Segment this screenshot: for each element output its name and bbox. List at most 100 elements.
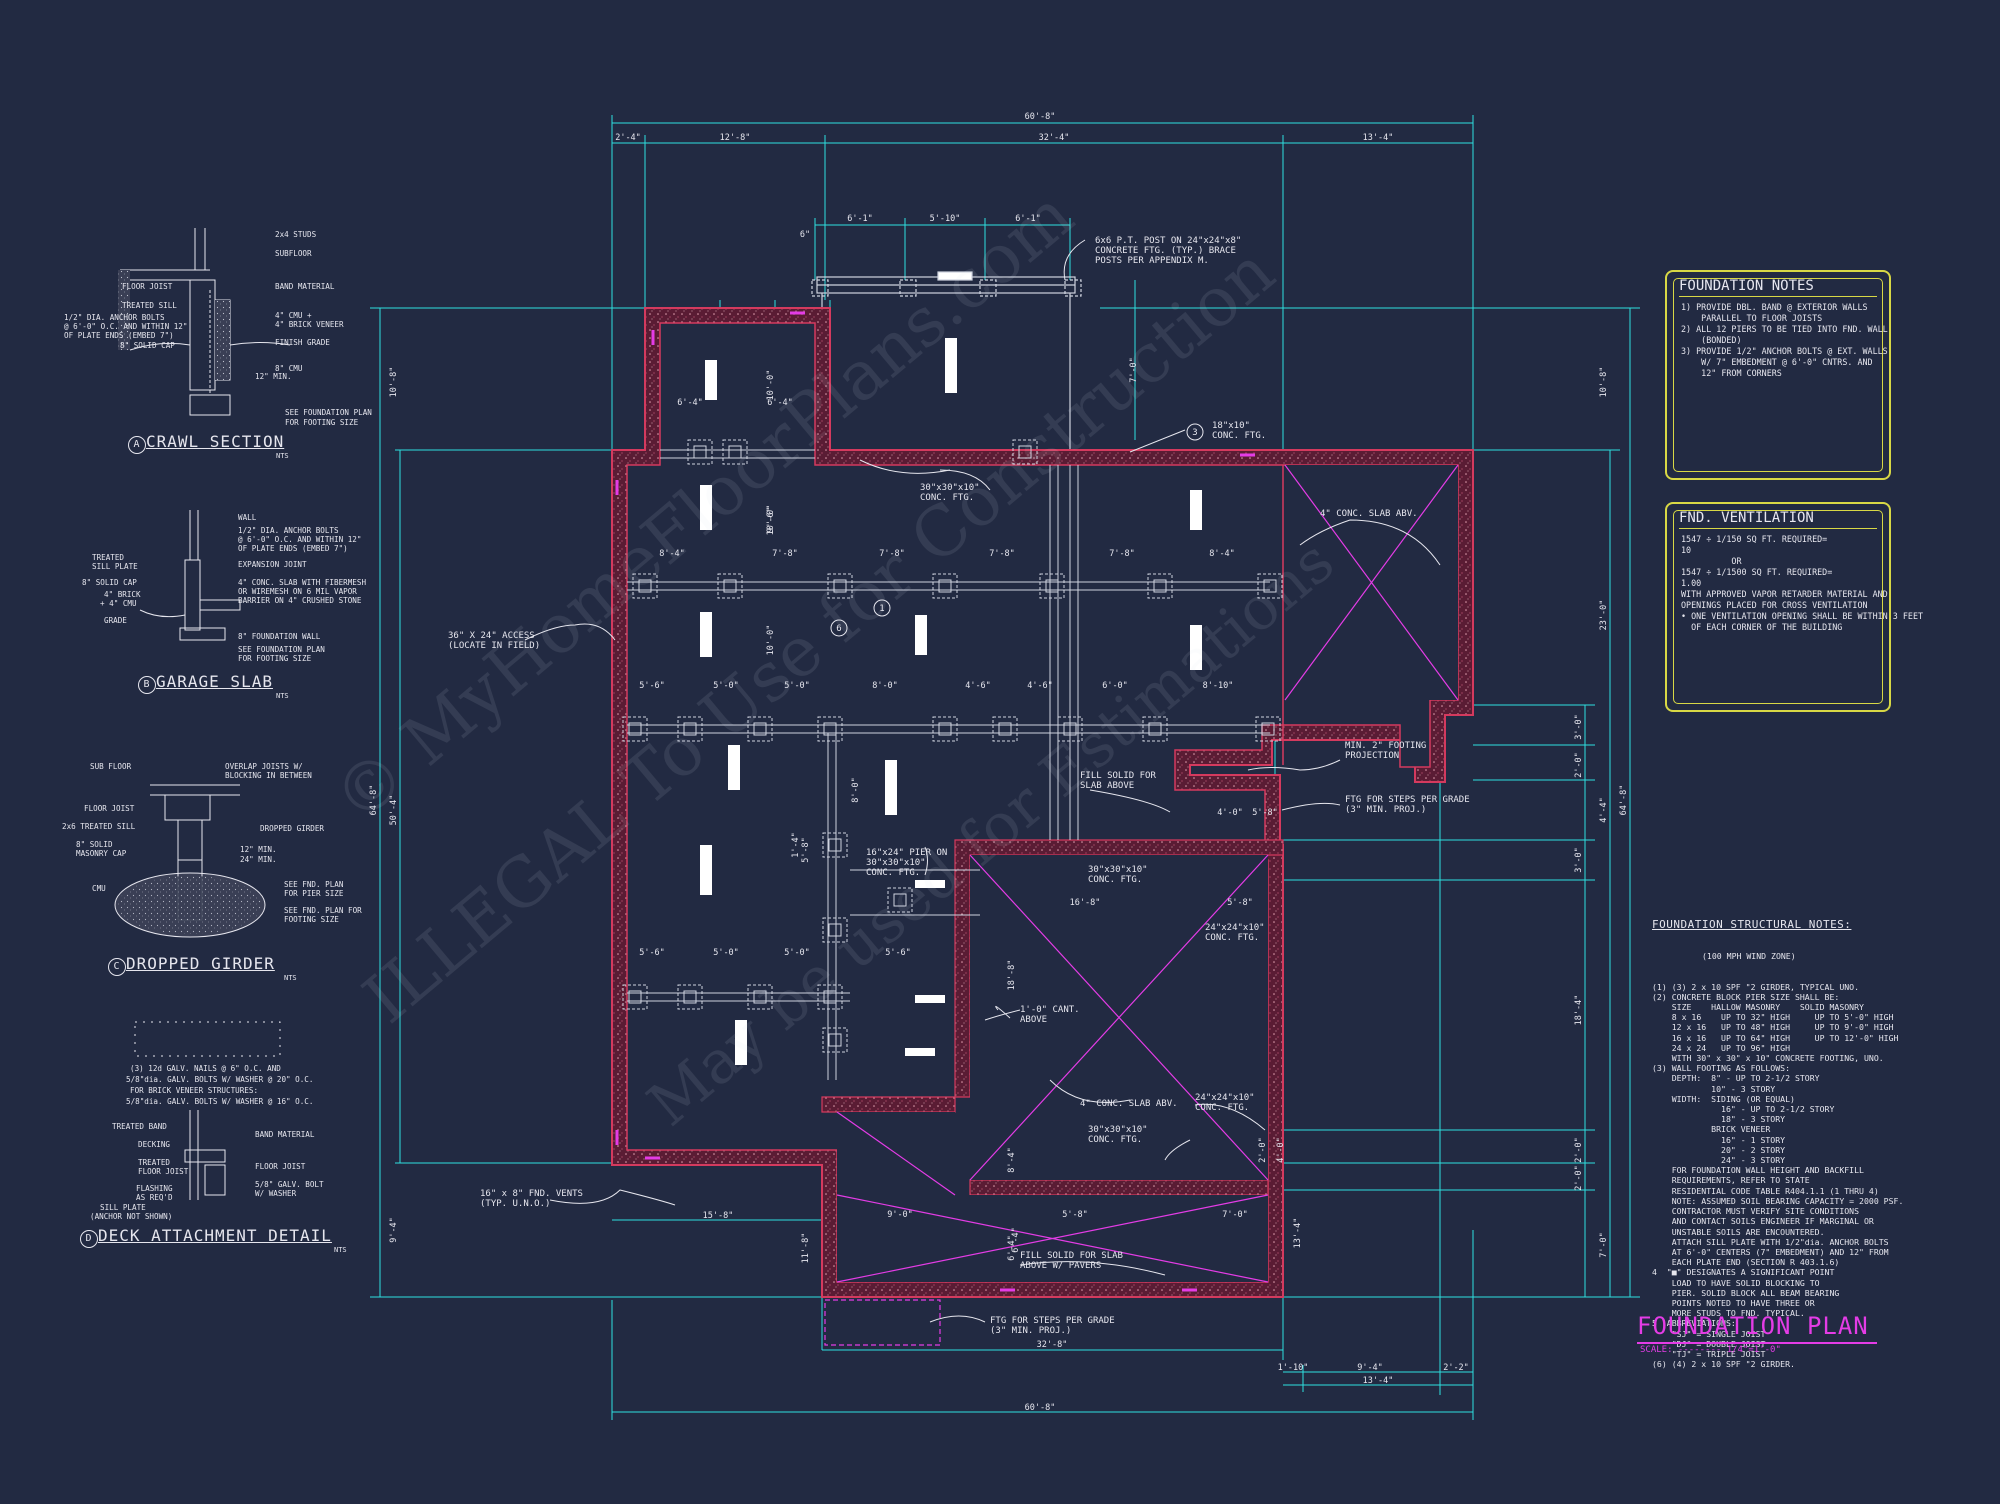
fill-solid-label: SLAB ABOVE [1080,781,1134,791]
pier-footing [932,573,958,599]
cantilever-label: 1'-0" CANT. [1020,1005,1080,1015]
dimension-label: 4'-4" [1599,797,1609,823]
dimension-label: 2'-4" [615,133,641,143]
joist-symbol [915,880,945,888]
structural-notes-title: FOUNDATION STRUCTURAL NOTES: [1652,918,1852,932]
note-line: REQUIREMENTS, REFER TO STATE [1652,1175,1810,1186]
detail-callout-text: (ANCHOR NOT SHOWN) [90,1212,173,1221]
dimension-label: 8'-0" [851,777,861,803]
detail-callout-text: + 4" CMU [100,599,137,608]
note-line: LOAD TO HAVE SOLID BLOCKING TO [1652,1277,1820,1288]
pier-footing [817,716,843,742]
dimension-label: 3'-0" [1574,714,1584,740]
dimension-label: 50'-4" [389,795,399,826]
dimension-label: 18'-4" [1574,995,1584,1026]
pier-block [823,722,837,736]
detail-callout-text: SEE FOUNDATION PLAN [285,408,372,417]
detail-callout-text: EXPANSION JOINT [238,560,307,569]
note-line: 12 x 16 UP TO 48" HIGH UP TO 9'-0" HIGH [1652,1022,1894,1033]
fill-solid-label: FILL SOLID FOR [1080,771,1156,781]
detail-callout-text: FOR FOOTING SIZE [238,654,312,663]
detail-callout-text: 4" CONC. SLAB WITH FIBERMESH [238,578,367,587]
detail-callout-text: GRADE [104,616,127,625]
joist-symbol [735,1020,747,1065]
dimension-label: 5'-8" [801,837,811,863]
callout-tag-circle [830,619,848,637]
note-line: 16" - UP TO 2-1/2 STORY [1652,1104,1835,1115]
plan-title: FOUNDATION PLAN [1637,1312,1869,1340]
note-line: NOTE: ASSUMED SOIL BEARING CAPACITY = 20… [1652,1195,1904,1206]
pier-block [998,722,1012,736]
pier-block [938,722,952,736]
note-line: WITH APPROVED VAPOR RETARDER MATERIAL AN… [1681,589,1888,599]
callout-tag-circle [873,599,891,617]
pier-label: CONC. FTG. [866,868,920,878]
note-line: 5 ABBREVIATIONS: [1652,1318,1736,1329]
detail-callout-text: TREATED SILL [122,301,177,310]
pier-footing [822,1027,848,1053]
min-footing-label: PROJECTION [1345,751,1399,761]
detail-nts-garage: NTS [276,692,289,700]
post-footing-label: CONCRETE FTG. (TYP.) BRACE [1095,246,1236,256]
detail-callout-text: TREATED [92,553,125,562]
detail-callout-text: 8" SOLID CAP [120,341,175,350]
dimension-label: 6'-4" [1007,1235,1017,1261]
callout-tag: 1 [879,604,884,614]
dimension-label: 15'-8" [703,1211,734,1221]
dimension-label: 5'-8" [1227,898,1253,908]
detail-callout-text: FOOTING SIZE [284,915,339,924]
note-line: FOR FOUNDATION WALL HEIGHT AND BACKFILL [1652,1165,1864,1176]
note-line: DEPTH: 8" - UP TO 2-1/2 STORY [1652,1073,1820,1084]
cantilever-label: ABOVE [1020,1015,1047,1025]
note-line: AND CONTACT SOILS ENGINEER IF MARGINAL O… [1652,1216,1874,1227]
note-line: W/ 7" EMBEDMENT @ 6'-0" CNTRS. AND [1681,357,1873,367]
dimension-label: 2'-0" [1574,752,1584,778]
pier-block [1063,722,1077,736]
dimension-label: 9'-4" [389,1217,399,1243]
dim-overall-bottom: 60'-8" [1025,1403,1056,1413]
note-line: 2) ALL 12 PIERS TO BE TIED INTO FND. WAL… [1681,324,1888,334]
pier-block [828,923,842,937]
note-line: SIZE HALLOW MASONRY SOLID MASONRY [1652,1002,1864,1013]
pier-block [628,722,642,736]
pier-footing [1147,573,1173,599]
pier-footing [1012,439,1038,465]
pier-block [1018,445,1032,459]
pier-footing [1057,716,1083,742]
leader-lines [524,239,1441,1323]
detail-callout-text: OF PLATE ENDS (EMBED 7") [238,544,348,553]
footing-30-label-b: CONC. FTG. [1088,875,1142,885]
dimension-label: 18'-8" [1007,960,1017,991]
joist-symbol [1190,490,1202,530]
dimension-label: 9'-4" [1357,1363,1383,1373]
dimension-text: 60'-8"60'-8"2'-4"12'-8"32'-4"13'-4"6'-1"… [369,112,1629,1413]
note-line: RESIDENTIAL CODE TABLE R404.1.1 (1 THRU … [1652,1185,1879,1196]
note-line: 8 x 16 UP TO 32" HIGH UP TO 5'-0" HIGH [1652,1012,1894,1023]
foundation-notes-body: 1) PROVIDE DBL. BAND @ EXTERIOR WALLS PA… [1681,302,1888,379]
detail-callout-text: SILL PLATE [100,1203,146,1212]
dimension-label: 5'-6" [639,681,665,691]
dimension-label: 6'-4" [677,398,703,408]
note-line: 12" FROM CORNERS [1681,368,1782,378]
detail-callout-text: 12" MIN. [255,372,292,381]
dimension-label: 10'-0" [766,370,776,401]
dim-overall-top: 60'-8" [1025,112,1056,122]
detail-callout-text: TREATED BAND [112,1122,167,1131]
pier-footing [747,984,773,1010]
note-line: OR [1681,556,1742,566]
detail-callout-text: FOR BRICK VENEER STRUCTURES: [130,1086,259,1095]
pier-footing [722,439,748,465]
callout-tag-circle [1186,423,1204,441]
dimension-label: 5'-0" [713,681,739,691]
dimension-label: 10'-0" [766,505,776,536]
detail-callout-text: FLOOR JOIST [122,282,173,291]
dimension-label: 8'-4" [659,549,685,559]
dimension-label: 1'-10" [1278,1363,1309,1373]
detail-drawings [114,228,291,1200]
detail-callout-text: DROPPED GIRDER [260,824,325,833]
dimension-label: 10'-8" [1599,367,1609,398]
detail-callout-text: FLOOR JOIST [84,804,135,813]
vents-label: 16" x 8" FND. VENTS [480,1189,583,1199]
dimension-label: 6" [800,230,810,240]
